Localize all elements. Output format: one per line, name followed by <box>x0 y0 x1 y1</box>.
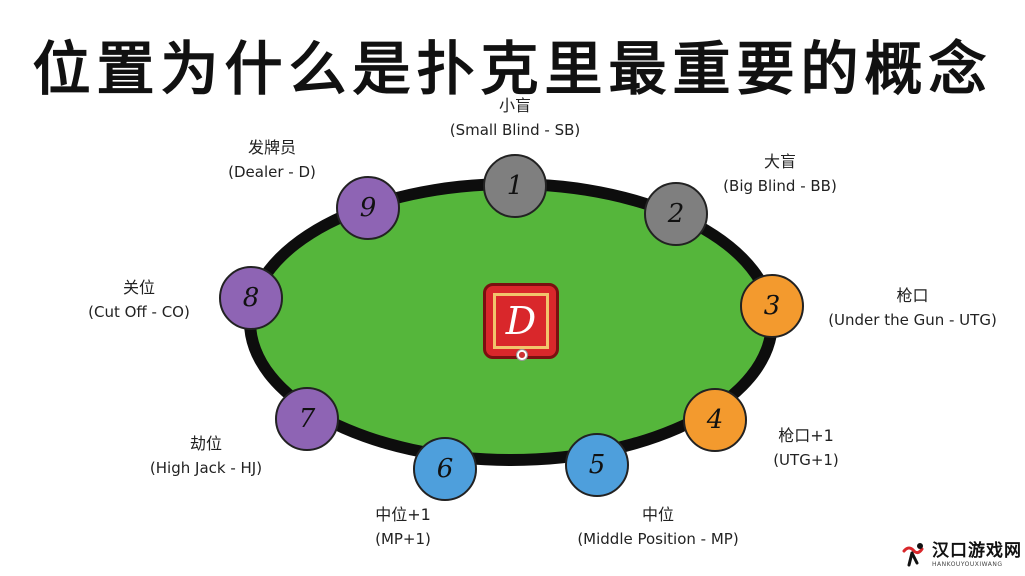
seat-number: 1 <box>506 171 524 201</box>
seat-label-zh: 发牌员 <box>247 138 296 157</box>
seat-label-en: (Cut Off - CO) <box>88 303 190 321</box>
seat-number: 5 <box>588 450 606 480</box>
seat-9: 9 <box>336 176 400 240</box>
seat-label-zh: 大盲 <box>763 152 796 171</box>
seat-label-zh: 中位+1 <box>375 505 431 524</box>
seat-7: 7 <box>275 387 339 451</box>
seat-label-en: (Small Blind - SB) <box>449 121 581 139</box>
seat-label-zh: 枪口+1 <box>778 426 834 445</box>
seat-number: 4 <box>706 405 724 435</box>
seat-label-zh: 中位 <box>641 505 674 524</box>
watermark-text: 汉口游戏网 <box>932 540 1022 561</box>
mic-icon: ● <box>516 349 528 361</box>
seat-8: 8 <box>219 266 283 330</box>
seat-2-label: 大盲 (Big Blind - BB) <box>700 150 860 198</box>
seat-6-label: 中位+1 (MP+1) <box>355 503 451 551</box>
seat-8-label: 关位 (Cut Off - CO) <box>76 276 202 324</box>
seat-5: 5 <box>565 433 629 497</box>
dealer-button: D <box>483 283 559 359</box>
watermark-subtext: HANKOUYOUXIWANG <box>932 560 1003 568</box>
seat-number: 7 <box>298 404 316 434</box>
seat-5-label: 中位 (Middle Position - MP) <box>563 503 753 551</box>
seat-number: 8 <box>242 283 260 313</box>
seat-6: 6 <box>413 437 477 501</box>
seat-label-zh: 枪口 <box>896 286 929 305</box>
seat-label-en: (Dealer - D) <box>228 163 316 181</box>
seat-1: 1 <box>483 154 547 218</box>
seat-2: 2 <box>644 182 708 246</box>
page-title: 位置为什么是扑克里最重要的概念 <box>32 35 993 103</box>
seat-label-en: (High Jack - HJ) <box>149 459 263 477</box>
watermark: 汉口游戏网 HANKOUYOUXIWANG <box>900 541 1022 569</box>
seat-number: 3 <box>763 291 781 321</box>
seat-number: 6 <box>436 454 454 484</box>
seat-4-label: 枪口+1 (UTG+1) <box>756 424 856 472</box>
seat-1-label: 小盲 (Small Blind - SB) <box>420 94 610 142</box>
seat-3-label: 枪口 (Under the Gun - UTG) <box>810 284 1015 332</box>
seat-label-en: (UTG+1) <box>773 451 839 469</box>
seat-label-zh: 劫位 <box>189 434 222 453</box>
seat-label-zh: 小盲 <box>498 96 531 115</box>
runner-logo-icon <box>902 543 924 567</box>
seat-number: 9 <box>359 193 377 223</box>
dealer-letter: D <box>493 293 549 349</box>
seat-label-en: (Big Blind - BB) <box>723 177 837 195</box>
seat-number: 2 <box>667 199 685 229</box>
seat-label-en: (Middle Position - MP) <box>577 530 739 548</box>
seat-3: 3 <box>740 274 804 338</box>
seat-7-label: 劫位 (High Jack - HJ) <box>136 432 276 480</box>
seat-9-label: 发牌员 (Dealer - D) <box>212 136 332 184</box>
seat-label-en: (Under the Gun - UTG) <box>828 311 997 329</box>
seat-label-zh: 关位 <box>122 278 155 297</box>
seat-4: 4 <box>683 388 747 452</box>
seat-label-en: (MP+1) <box>375 530 431 548</box>
